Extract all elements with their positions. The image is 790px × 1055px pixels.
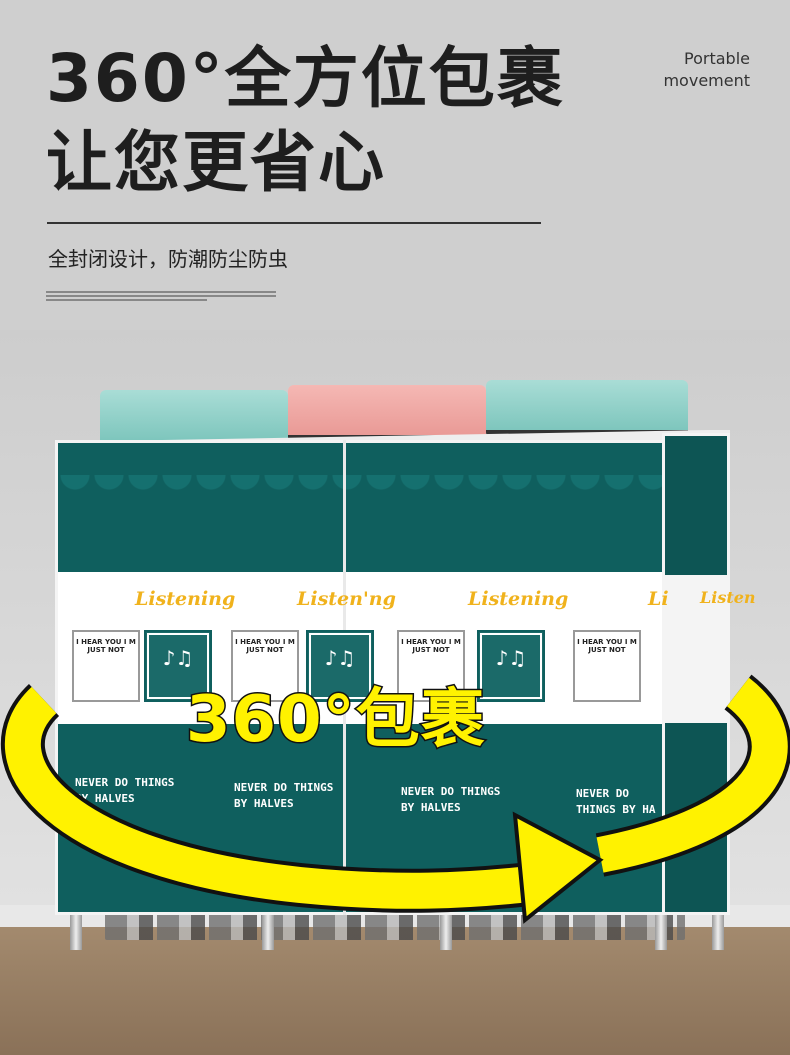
arrow-right-arc-fill (596, 677, 788, 873)
side-pocket (665, 575, 727, 723)
corner-label-line2: movement (663, 71, 750, 90)
subheadline: 全封闭设计，防潮防尘防虫 (48, 247, 288, 271)
fine-print-decoration (46, 291, 276, 303)
headline-line2: 让您更省心 (46, 124, 386, 201)
slogan-print: NEVER DO THINGS BY HALVES (401, 785, 501, 814)
panda-card: I HEAR YOU I M JUST NOT (397, 630, 465, 702)
music-card: ♪♫ (144, 630, 212, 702)
listening-print: Li (648, 588, 669, 610)
panda-card: I HEAR YOU I M JUST NOT (573, 630, 641, 702)
music-card: ♪♫ (477, 630, 545, 702)
side-listening-print: Listen (700, 588, 756, 607)
arrowhead (512, 811, 604, 924)
panda-card: I HEAR YOU I M JUST NOT (72, 630, 140, 702)
slogan-print: NEVER DO THINGS BY HALVES (75, 776, 175, 805)
listening-print: Listen'ng (297, 588, 396, 610)
arrow-left-arc-fill (4, 686, 522, 909)
corner-label: Portable movement (663, 48, 750, 92)
listening-print: Listening (468, 588, 569, 610)
music-card: ♪♫ (306, 630, 374, 702)
divider (47, 222, 541, 224)
headline-line1: 360°全方位包裹 (46, 40, 565, 117)
slogan-print: NEVER DO THINGS BY HALVES (234, 781, 334, 810)
listening-print: Listening (135, 588, 236, 610)
panda-card: I HEAR YOU I M JUST NOT (231, 630, 299, 702)
slogan-print: NEVER DO THINGS BY HA (576, 787, 656, 816)
overlay-caption: 360°包裹 (185, 682, 487, 759)
scallop-trim (58, 475, 662, 493)
corner-label-line1: Portable (684, 49, 750, 68)
